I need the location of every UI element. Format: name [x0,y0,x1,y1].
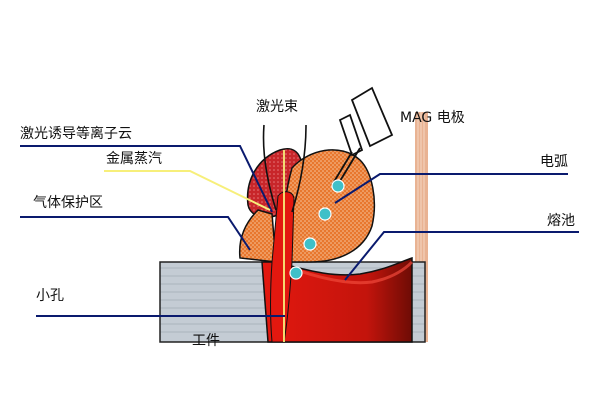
label-workpiece: 工件 [192,333,220,349]
label-metal-vapor: 金属蒸汽 [106,151,162,167]
weld-pool-shape [261,256,413,343]
label-shielding-gas-zone: 气体保护区 [33,195,103,211]
metal-droplets [289,179,345,280]
label-keyhole: 小孔 [36,288,64,304]
arc-shape [282,149,376,263]
keyhole-channel [270,191,295,343]
leader-line-metal-vapor [104,170,271,211]
leader-line-plasma [20,145,273,213]
label-arc: 电弧 [540,154,568,170]
leader-line-arc [334,173,568,204]
laser-beam-lines [262,124,307,213]
label-laser-beam: 激光束 [256,99,298,115]
leader-line-weld-pool [344,231,579,281]
shielding-gas-zone-shape [238,209,277,263]
label-laser-plasma-cloud: 激光诱导等离子云 [20,126,132,142]
leader-line-shielding-gas [20,216,251,251]
label-weld-pool: 熔池 [547,213,575,229]
label-mag-electrode: MAG 电极 [400,110,465,126]
leader-lines [20,145,579,317]
mag-torch [331,86,394,186]
